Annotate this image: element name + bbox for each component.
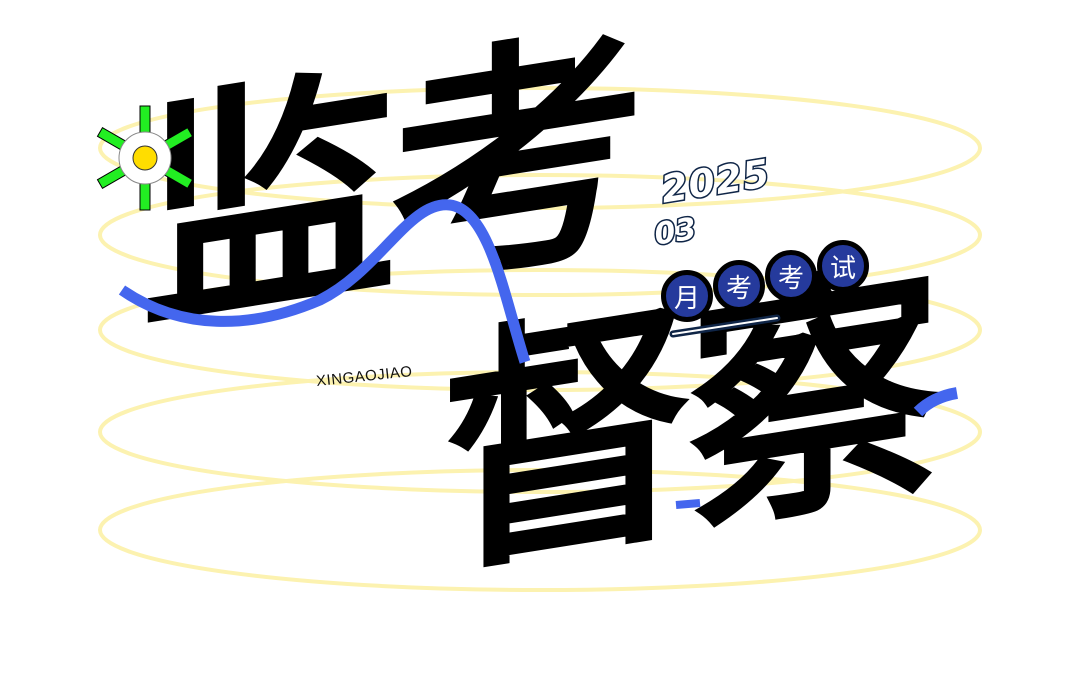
exam-badge: 月 考 考 试 <box>655 226 895 346</box>
ellipse-5 <box>98 468 982 592</box>
badge-char-1: 月 <box>661 270 713 322</box>
ellipse-3 <box>98 268 982 392</box>
badge-char-3: 考 <box>765 250 817 302</box>
badge-underline <box>669 314 781 338</box>
badge-char-2: 考 <box>713 260 765 312</box>
badge-char-4: 试 <box>817 240 869 292</box>
ellipse-2 <box>98 173 982 297</box>
ellipse-4 <box>98 370 982 494</box>
ellipse-1 <box>98 86 982 210</box>
